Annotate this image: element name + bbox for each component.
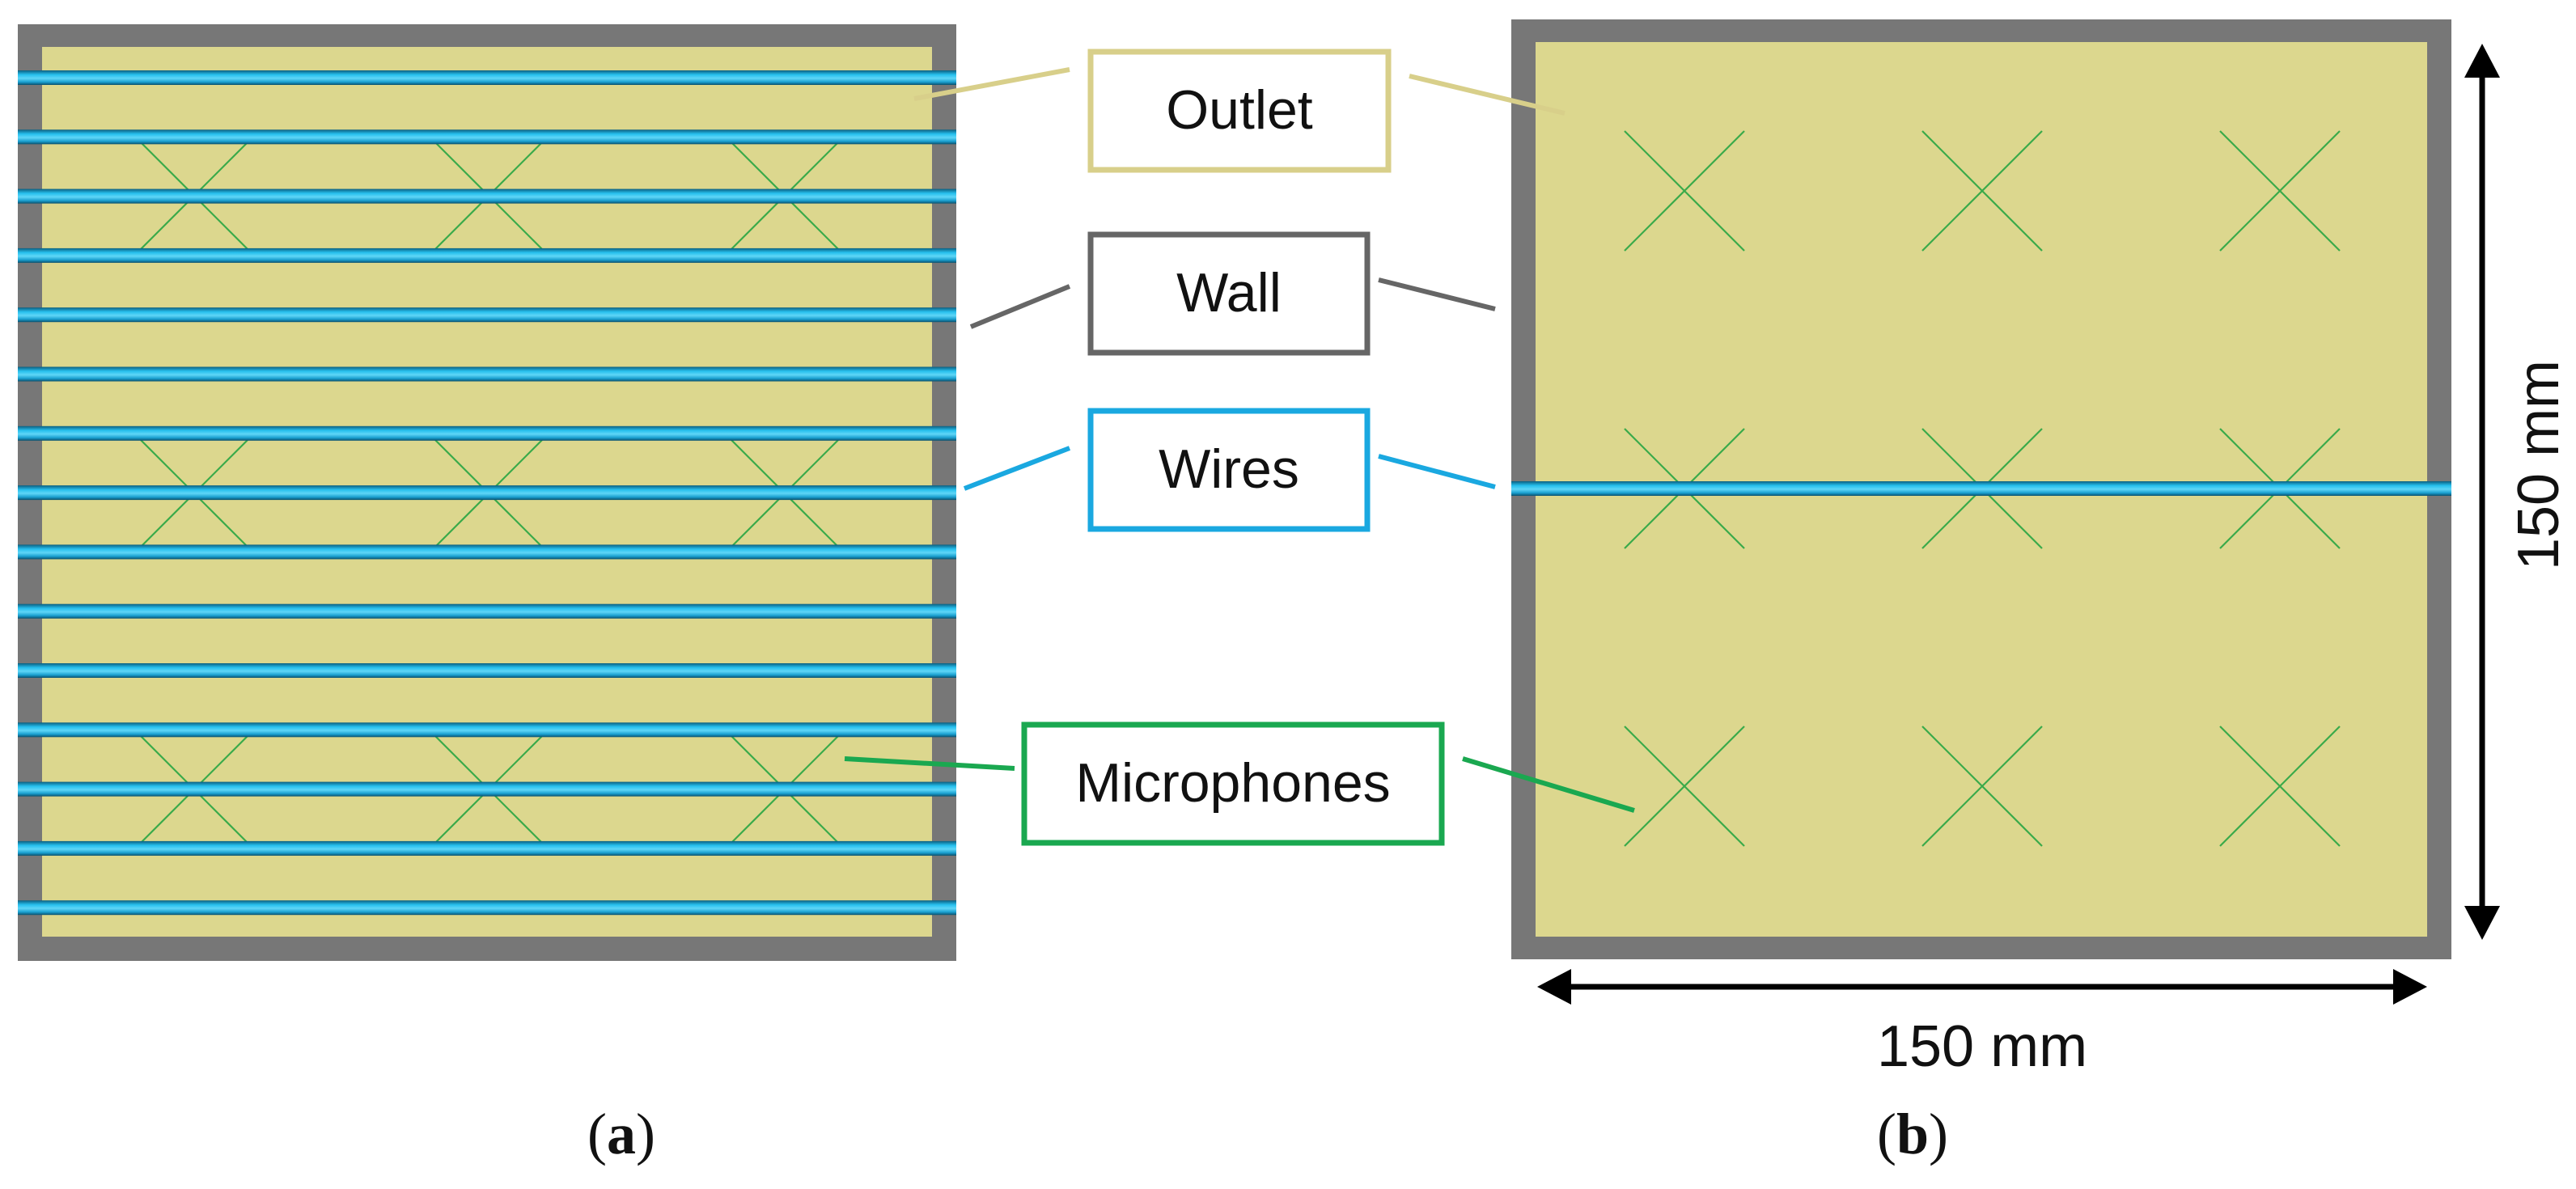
panel-a-wire-8 <box>18 485 956 501</box>
callout-wires: Wires <box>963 408 1496 532</box>
panel-a-wire-14 <box>18 840 956 856</box>
wall-leader-left <box>969 284 1071 329</box>
caption-a-letter: a <box>607 1102 636 1166</box>
panel-b-wires <box>1511 481 2451 496</box>
panel-a-wire-10 <box>18 603 956 619</box>
panel-b-microphone-9 <box>2219 726 2341 847</box>
microphones-leader-left <box>844 756 1015 771</box>
wires-label-box <box>1087 408 1371 532</box>
wall-label: Wall <box>1176 262 1282 324</box>
callout-microphones: Microphones <box>844 721 1635 846</box>
wires-leader-right <box>1378 454 1496 489</box>
width-arrow-head-left <box>1537 969 1571 1005</box>
caption-a-open: ( <box>587 1102 607 1166</box>
panel-a-wires <box>18 70 956 916</box>
panel-a-wire-3 <box>18 188 956 204</box>
panel-a-wire-6 <box>18 366 956 382</box>
microphones-label: Microphones <box>1075 752 1390 814</box>
width-arrow-head-right <box>2393 969 2427 1005</box>
outlet-label-box <box>1087 49 1392 173</box>
caption-b-letter: b <box>1896 1102 1929 1166</box>
microphones-leader-right <box>1462 756 1635 813</box>
panel-a-wire-7 <box>18 425 956 441</box>
panel-b-wire-1 <box>1511 481 2451 496</box>
microphones-label-box <box>1021 721 1445 846</box>
panel-b-microphone-7 <box>1624 726 1745 847</box>
panel-a-wire-11 <box>18 663 956 678</box>
height-arrow-head-bottom <box>2464 906 2500 940</box>
height-arrow-head-top <box>2464 44 2500 78</box>
height-dimension: 150 mm <box>2464 44 2571 940</box>
panel-a-wire-1 <box>18 70 956 85</box>
height-dimension-label: 150 mm <box>2506 360 2571 570</box>
width-dimension: 150 mm <box>1537 969 2427 1079</box>
wires-label: Wires <box>1159 438 1299 500</box>
panel-a-wire-2 <box>18 129 956 145</box>
wires-leader-left <box>963 446 1071 491</box>
caption-a: (a) <box>587 1102 655 1166</box>
callout-wall: Wall <box>969 231 1496 356</box>
panel-a-wire-12 <box>18 722 956 738</box>
outlet-label: Outlet <box>1166 79 1313 141</box>
panel-a-wire-5 <box>18 307 956 323</box>
panel-b-microphone-3 <box>2219 130 2341 252</box>
width-dimension-label: 150 mm <box>1877 1014 2087 1079</box>
caption-b-open: ( <box>1877 1102 1896 1166</box>
callout-outlet: Outlet <box>913 49 1566 173</box>
panel-b-microphones <box>1624 130 2341 847</box>
panel-a <box>18 24 956 961</box>
wall-label-box <box>1087 231 1371 356</box>
caption-b: (b) <box>1877 1102 1948 1166</box>
panel-a-wire-13 <box>18 781 956 797</box>
wall-leader-right <box>1378 277 1496 311</box>
panel-b-microphone-8 <box>1921 726 2043 847</box>
panel-b-microphone-2 <box>1921 130 2043 252</box>
outlet-leader-left <box>913 67 1070 101</box>
caption-a-close: ) <box>636 1102 655 1166</box>
outlet-leader-right <box>1409 74 1566 116</box>
panel-b <box>1511 19 2451 959</box>
panel-a-wire-9 <box>18 544 956 560</box>
panel-b-microphone-1 <box>1624 130 1745 252</box>
caption-b-close: ) <box>1929 1102 1948 1166</box>
panel-a-wire-15 <box>18 900 956 916</box>
panel-a-wire-4 <box>18 248 956 263</box>
